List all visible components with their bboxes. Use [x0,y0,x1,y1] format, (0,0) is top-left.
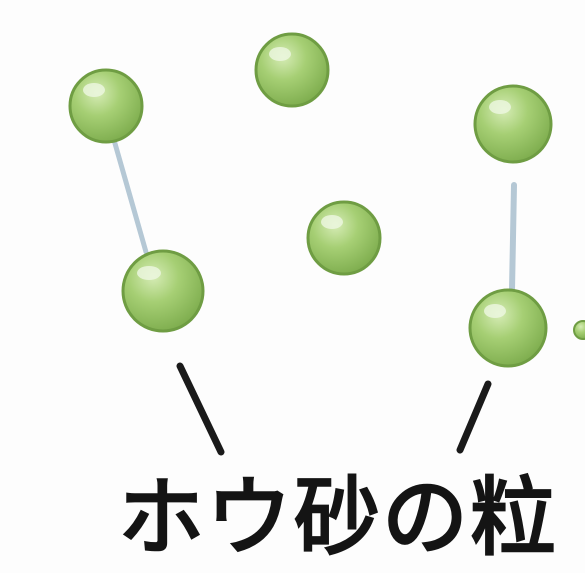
particle-top-center [254,32,330,108]
particle-center [306,200,382,276]
particle-lower-right [468,288,548,368]
caption-label: ホウ砂の粒 [118,468,558,568]
particle-top-left [68,68,144,144]
link-line-right [509,182,517,293]
particle-edge-right [573,320,585,340]
particle-top-right [473,84,553,164]
particle-lower-left [121,249,205,333]
pointer-line-right [456,380,492,454]
link-line-left [111,137,149,255]
pointer-line-left [176,362,225,456]
